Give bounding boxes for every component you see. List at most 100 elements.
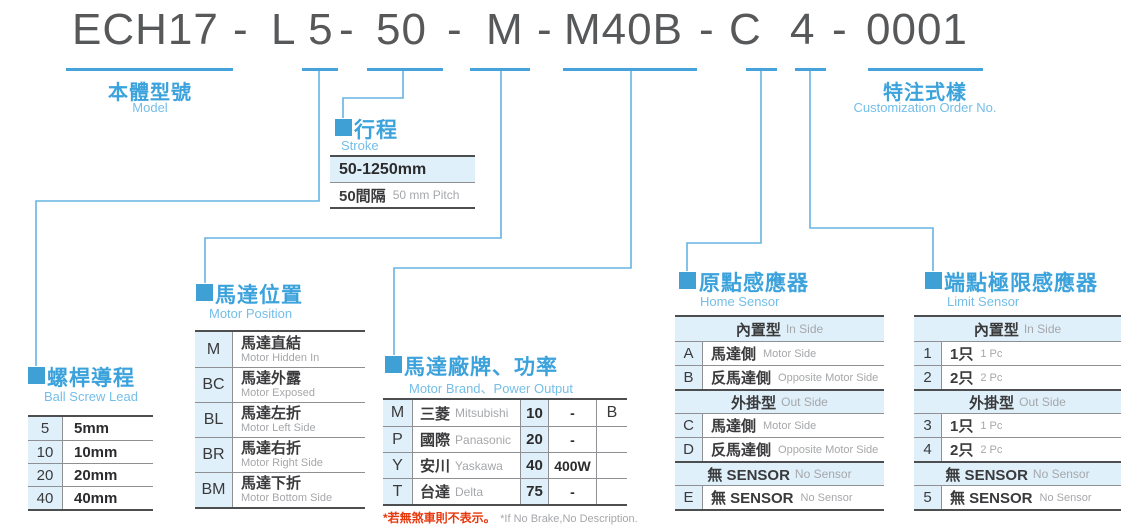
connector-motor-brand: [393, 70, 632, 355]
connector-limit-sensor: [809, 70, 934, 271]
underline-order-no: [868, 68, 983, 71]
limit-sensor-row: 2 2只 2 Pc: [914, 365, 1121, 389]
ball-screw-value: 10mm: [74, 443, 118, 461]
home-sensor-section-title: 原點感應器: [699, 272, 809, 295]
limit-sensor-code: 3: [914, 414, 942, 437]
title-segment-order-no: 0001: [866, 5, 968, 54]
title-segment-model: ECH17: [72, 5, 219, 54]
limit-sensor-code: 5: [914, 486, 942, 509]
limit-sensor-group-header: 外掛型 Out Side: [914, 389, 1121, 413]
ball-screw-section-title: 螺桿導程: [47, 367, 135, 390]
limit-sensor-code: 4: [914, 438, 942, 461]
limit-sensor-row: 3 1只 1 Pc: [914, 413, 1121, 437]
ball-screw-code: 10: [28, 441, 63, 463]
ball-screw-code: 40: [28, 487, 63, 509]
limit-sensor-group-header: 內置型 In Side: [914, 317, 1121, 341]
home-sensor-code: D: [675, 438, 703, 461]
motor-position-code: BR: [195, 438, 233, 472]
motor-position-desc: 馬達左折 Motor Left Side: [241, 405, 316, 435]
limit-sensor-desc: 2只 2 Pc: [950, 370, 1003, 387]
motor-power-value: -: [549, 479, 597, 504]
motor-brand-row: M 三菱 Mitsubishi 10 - B: [383, 400, 627, 426]
motor-position-row: BL 馬達左折 Motor Left Side: [195, 402, 365, 437]
model-label-zh: 本體型號: [108, 82, 192, 104]
motor-position-row: BM 馬達下折 Motor Bottom Side: [195, 472, 365, 507]
customization-label-zh: 特注式樣: [883, 82, 967, 104]
brake-footnote-zh: *若無煞車則不表示。: [383, 511, 496, 525]
motor-power-code: 75: [521, 479, 549, 504]
title-segment-motor-brand: M40B: [564, 5, 683, 54]
stroke-range-value: 50-1250mm: [339, 160, 427, 178]
motor-brake-code: B: [606, 404, 618, 421]
home-sensor-desc: 反馬達側 Opposite Motor Side: [711, 370, 879, 387]
model-label-en: Model: [132, 100, 168, 115]
stroke-pitch-zh: 50間隔: [339, 187, 386, 205]
home-sensor-group-header: 內置型 In Side: [675, 317, 884, 341]
stroke-pitch-en: 50 mm Pitch: [392, 188, 460, 202]
limit-sensor-section-title: 端點極限感應器: [944, 272, 1098, 295]
limit-sensor-bullet-square: [925, 272, 942, 289]
ball-screw-row: 5 5mm: [28, 417, 153, 440]
motor-position-row: BC 馬達外露 Motor Exposed: [195, 367, 365, 402]
limit-sensor-group-header: 無 SENSOR No Sensor: [914, 461, 1121, 485]
title-segment-home-sensor: C: [729, 5, 762, 54]
stroke-table: 50-1250mm 50間隔 50 mm Pitch: [330, 155, 475, 209]
motor-power-code: 20: [521, 427, 549, 452]
title-dash-2: -: [339, 5, 355, 54]
brake-footnote-en: *If No Brake,No Description.: [500, 513, 638, 525]
limit-sensor-desc: 2只 2 Pc: [950, 442, 1003, 459]
home-sensor-row: A 馬達側 Motor Side: [675, 341, 884, 365]
ball-screw-row: 40 40mm: [28, 486, 153, 509]
connector-ball-screw-lead: [35, 70, 320, 366]
motor-position-row: M 馬達直結 Motor Hidden In: [195, 332, 365, 367]
title-dash-4: -: [537, 5, 553, 54]
underline-motor-brand: [563, 68, 697, 71]
ball-screw-row: 10 10mm: [28, 440, 153, 463]
title-segment-limit-sensor: 4: [790, 5, 816, 54]
ball-screw-value: 40mm: [74, 489, 118, 507]
title-dash-5: -: [699, 5, 715, 54]
motor-brand-row: T 台達 Delta 75 -: [383, 478, 627, 504]
motor-power-value: 400W: [549, 453, 597, 478]
motor-brand-code: P: [383, 427, 413, 452]
home-sensor-table: 內置型 In Side A 馬達側 Motor Side B 反馬達側 Oppo…: [675, 315, 884, 511]
motor-position-table: M 馬達直結 Motor Hidden In BC 馬達外露 Motor Exp…: [195, 330, 365, 509]
title-dash-1: -: [233, 5, 249, 54]
home-sensor-group-header: 無 SENSOR No Sensor: [675, 461, 884, 485]
motor-brand-name: 三菱 Mitsubishi: [413, 400, 521, 426]
home-sensor-desc: 馬達側 Motor Side: [711, 418, 817, 435]
motor-position-section-title: 馬達位置: [215, 284, 303, 307]
motor-brand-section-subtitle: Motor Brand、Power Output: [409, 381, 574, 396]
title-dash-3: -: [447, 5, 463, 54]
limit-sensor-code: 1: [914, 342, 942, 365]
connector-motor-position: [204, 70, 502, 283]
connector-home-sensor: [686, 70, 762, 271]
home-sensor-bullet-square: [679, 272, 696, 289]
ball-screw-row: 20 20mm: [28, 463, 153, 486]
motor-position-code: BL: [195, 403, 233, 437]
motor-position-desc: 馬達直結 Motor Hidden In: [241, 334, 320, 364]
motor-brand-code: Y: [383, 453, 413, 478]
motor-brand-code: T: [383, 479, 413, 504]
motor-brand-row: Y 安川 Yaskawa 40 400W: [383, 452, 627, 478]
motor-power-code: 10: [521, 400, 549, 426]
stroke-section-title: 行程: [354, 119, 398, 142]
home-sensor-section-subtitle: Home Sensor: [700, 294, 780, 309]
motor-brand-table: M 三菱 Mitsubishi 10 - B P 國際 Panasonic 20…: [383, 398, 627, 506]
limit-sensor-section-subtitle: Limit Sensor: [947, 294, 1020, 309]
motor-position-desc: 馬達外露 Motor Exposed: [241, 370, 315, 400]
underline-model: [66, 68, 233, 71]
motor-position-row: BR 馬達右折 Motor Right Side: [195, 437, 365, 472]
home-sensor-desc: 馬達側 Motor Side: [711, 346, 817, 363]
motor-brand-code: M: [383, 400, 413, 426]
motor-power-code: 40: [521, 453, 549, 478]
stroke-range-row: 50-1250mm: [330, 157, 475, 182]
motor-brake-code: [597, 427, 627, 452]
underline-motor-pos: [470, 68, 530, 71]
ball-screw-value: 5mm: [74, 420, 110, 437]
home-sensor-row: E 無 SENSOR No Sensor: [675, 485, 884, 509]
limit-sensor-code: 2: [914, 366, 942, 389]
underline-home-sensor: [746, 68, 777, 71]
motor-brake-code: [597, 479, 627, 504]
